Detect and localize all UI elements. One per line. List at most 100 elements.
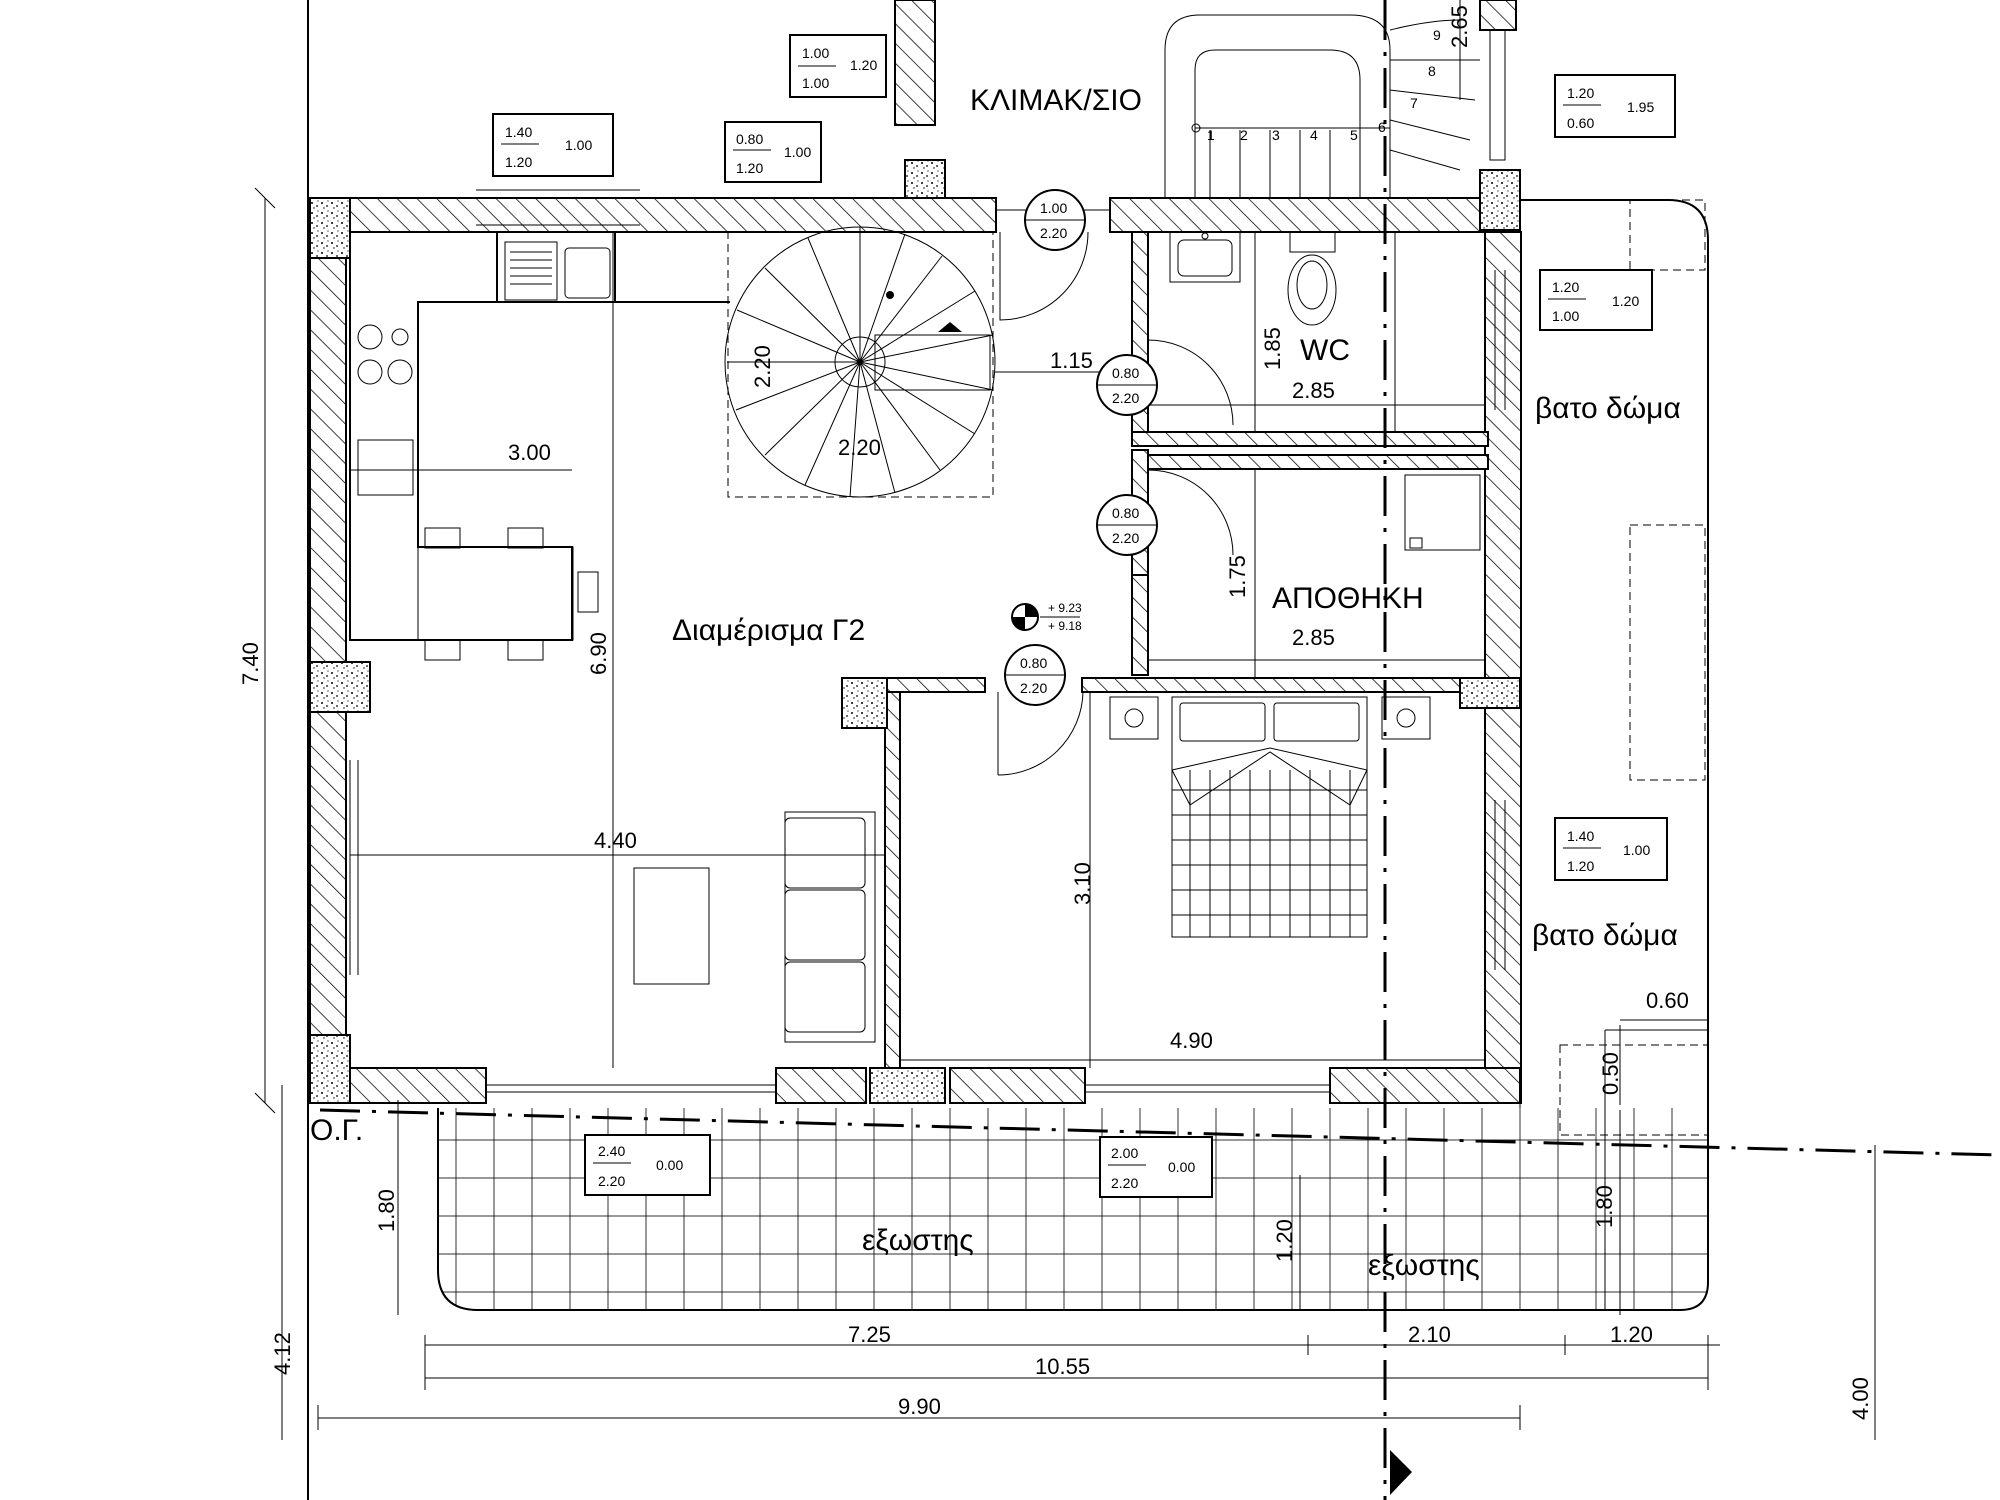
dining-chairs bbox=[424, 527, 599, 661]
openings bbox=[349, 189, 1506, 1093]
window-width: 2.40 bbox=[598, 1143, 625, 1159]
dim-roof-v: 0.50 bbox=[1598, 1052, 1623, 1095]
dim-seg1: 7.25 bbox=[848, 1322, 891, 1347]
window-sill: 1.00 bbox=[565, 137, 592, 153]
toilet-icon bbox=[1287, 231, 1337, 326]
window-sill: 1.00 bbox=[784, 144, 811, 160]
window-width: 2.00 bbox=[1111, 1145, 1138, 1161]
window-height: 1.20 bbox=[505, 154, 532, 170]
window-height: 1.00 bbox=[1552, 308, 1579, 324]
door-width: 0.80 bbox=[1020, 655, 1047, 671]
step-number: 7 bbox=[1410, 95, 1418, 111]
level-marker: + 9.23 + 9.18 bbox=[1011, 601, 1082, 633]
window-tag: 0.80 1.20 1.00 bbox=[724, 121, 822, 183]
dim-bedroom-v: 3.10 bbox=[1070, 862, 1095, 905]
window-height: 1.20 bbox=[736, 160, 763, 176]
section-axis-horizontal bbox=[319, 1108, 2000, 1157]
sink-icon bbox=[504, 241, 611, 301]
level-bottom: + 9.18 bbox=[1048, 619, 1082, 633]
dimension-lines bbox=[254, 0, 1876, 1440]
window-sill: 1.95 bbox=[1627, 99, 1654, 115]
step-number: 3 bbox=[1272, 127, 1280, 143]
dim-roof-w: 0.60 bbox=[1646, 988, 1689, 1013]
dim-height-total: 7.40 bbox=[238, 642, 263, 685]
step-number: 9 bbox=[1433, 27, 1441, 43]
window-width: 1.00 bbox=[802, 45, 829, 61]
wc-fixtures bbox=[1169, 231, 1486, 433]
window-width: 1.40 bbox=[1567, 828, 1594, 844]
room-label-roof-top: βατο δώμα bbox=[1535, 392, 1681, 425]
ground-reference-label: Ο.Γ. bbox=[310, 1114, 363, 1147]
window-height: 2.20 bbox=[598, 1173, 625, 1189]
door-tag: 1.00 2.20 bbox=[1024, 189, 1086, 251]
dim-total2: 9.90 bbox=[898, 1394, 941, 1419]
step-number: 1 bbox=[1207, 127, 1215, 143]
dim-total1: 10.55 bbox=[1035, 1354, 1090, 1379]
door-width: 1.00 bbox=[1040, 200, 1067, 216]
window-height: 2.20 bbox=[1111, 1175, 1138, 1191]
dim-balc-mid-v: 1.20 bbox=[1272, 1219, 1297, 1262]
room-label-stair: ΚΛΙΜΑΚ/ΣΙΟ bbox=[970, 84, 1142, 117]
window-height: 1.00 bbox=[802, 75, 829, 91]
dim-left-ext: 4.12 bbox=[270, 1332, 295, 1375]
dim-kitchen: 3.00 bbox=[508, 440, 551, 465]
window-width: 1.20 bbox=[1552, 279, 1579, 295]
window-tag: 2.40 2.20 0.00 bbox=[584, 1134, 711, 1196]
step-number: 5 bbox=[1350, 127, 1358, 143]
room-label-storage: ΑΠΟΘΗΚΗ bbox=[1272, 582, 1424, 615]
step-number: 4 bbox=[1310, 127, 1318, 143]
dim-storage-v: 1.75 bbox=[1225, 555, 1250, 598]
dim-spiral-h: 2.20 bbox=[838, 435, 881, 460]
walls bbox=[309, 0, 1522, 1104]
window-sill: 1.20 bbox=[1612, 293, 1639, 309]
window-tag: 2.00 2.20 0.00 bbox=[1099, 1136, 1213, 1198]
window-height: 1.20 bbox=[1567, 858, 1594, 874]
door-tag: 0.80 2.20 bbox=[1096, 354, 1158, 416]
dim-living-h: 4.40 bbox=[594, 828, 637, 853]
dim-corridor: 1.15 bbox=[1050, 348, 1093, 373]
window-tag: 1.20 0.60 1.95 bbox=[1554, 74, 1676, 138]
room-label-roof-bottom: βατο δώμα bbox=[1532, 919, 1678, 952]
window-sill: 0.00 bbox=[656, 1157, 683, 1173]
window-tag: 1.40 1.20 1.00 bbox=[492, 113, 614, 177]
window-sill: 1.00 bbox=[1623, 842, 1650, 858]
door-tag: 0.80 2.20 bbox=[1004, 644, 1066, 706]
door-height: 2.20 bbox=[1020, 680, 1047, 696]
door-tag: 0.80 2.20 bbox=[1096, 494, 1158, 556]
window-width: 1.20 bbox=[1567, 85, 1594, 101]
dim-stair-h: 2.65 bbox=[1447, 5, 1472, 48]
dim-storage-h: 2.85 bbox=[1292, 625, 1335, 650]
step-number: 6 bbox=[1378, 119, 1386, 135]
columns bbox=[309, 159, 1521, 1104]
window-sill: 1.20 bbox=[850, 57, 877, 73]
door-height: 2.20 bbox=[1112, 390, 1139, 406]
door-height: 2.20 bbox=[1040, 225, 1067, 241]
dim-bedroom-h: 4.90 bbox=[1170, 1028, 1213, 1053]
room-label-balcony-right: εξωστης bbox=[1368, 1249, 1480, 1282]
main-stair bbox=[1164, 14, 1506, 198]
step-number: 2 bbox=[1240, 127, 1248, 143]
bed bbox=[1171, 696, 1368, 938]
dim-seg2: 2.10 bbox=[1408, 1322, 1451, 1347]
window-width: 1.40 bbox=[505, 124, 532, 140]
door-height: 2.20 bbox=[1112, 530, 1139, 546]
dim-seg3: 1.20 bbox=[1610, 1322, 1653, 1347]
dim-balc-right-v: 1.80 bbox=[1592, 1185, 1617, 1228]
coffee-table bbox=[633, 867, 710, 985]
dim-balc-left-v: 1.80 bbox=[374, 1189, 399, 1232]
kitchen-counter bbox=[349, 231, 730, 641]
window-height: 0.60 bbox=[1567, 115, 1594, 131]
stove-icon bbox=[357, 324, 413, 385]
section-arrow-icon bbox=[1390, 1450, 1412, 1495]
storage-unit bbox=[1404, 474, 1481, 551]
room-label-balcony-left: εξωστης bbox=[862, 1224, 974, 1257]
nightstands bbox=[1109, 696, 1431, 740]
level-top: + 9.23 bbox=[1048, 601, 1082, 615]
dim-wc-h: 2.85 bbox=[1292, 378, 1335, 403]
window-width: 0.80 bbox=[736, 131, 763, 147]
dim-right-ext: 4.00 bbox=[1848, 1377, 1873, 1420]
stair-step-numbers: 1 2 3 4 5 6 7 8 9 bbox=[1207, 27, 1441, 143]
window-sill: 0.00 bbox=[1168, 1159, 1195, 1175]
dim-wc-v: 1.85 bbox=[1260, 327, 1285, 370]
